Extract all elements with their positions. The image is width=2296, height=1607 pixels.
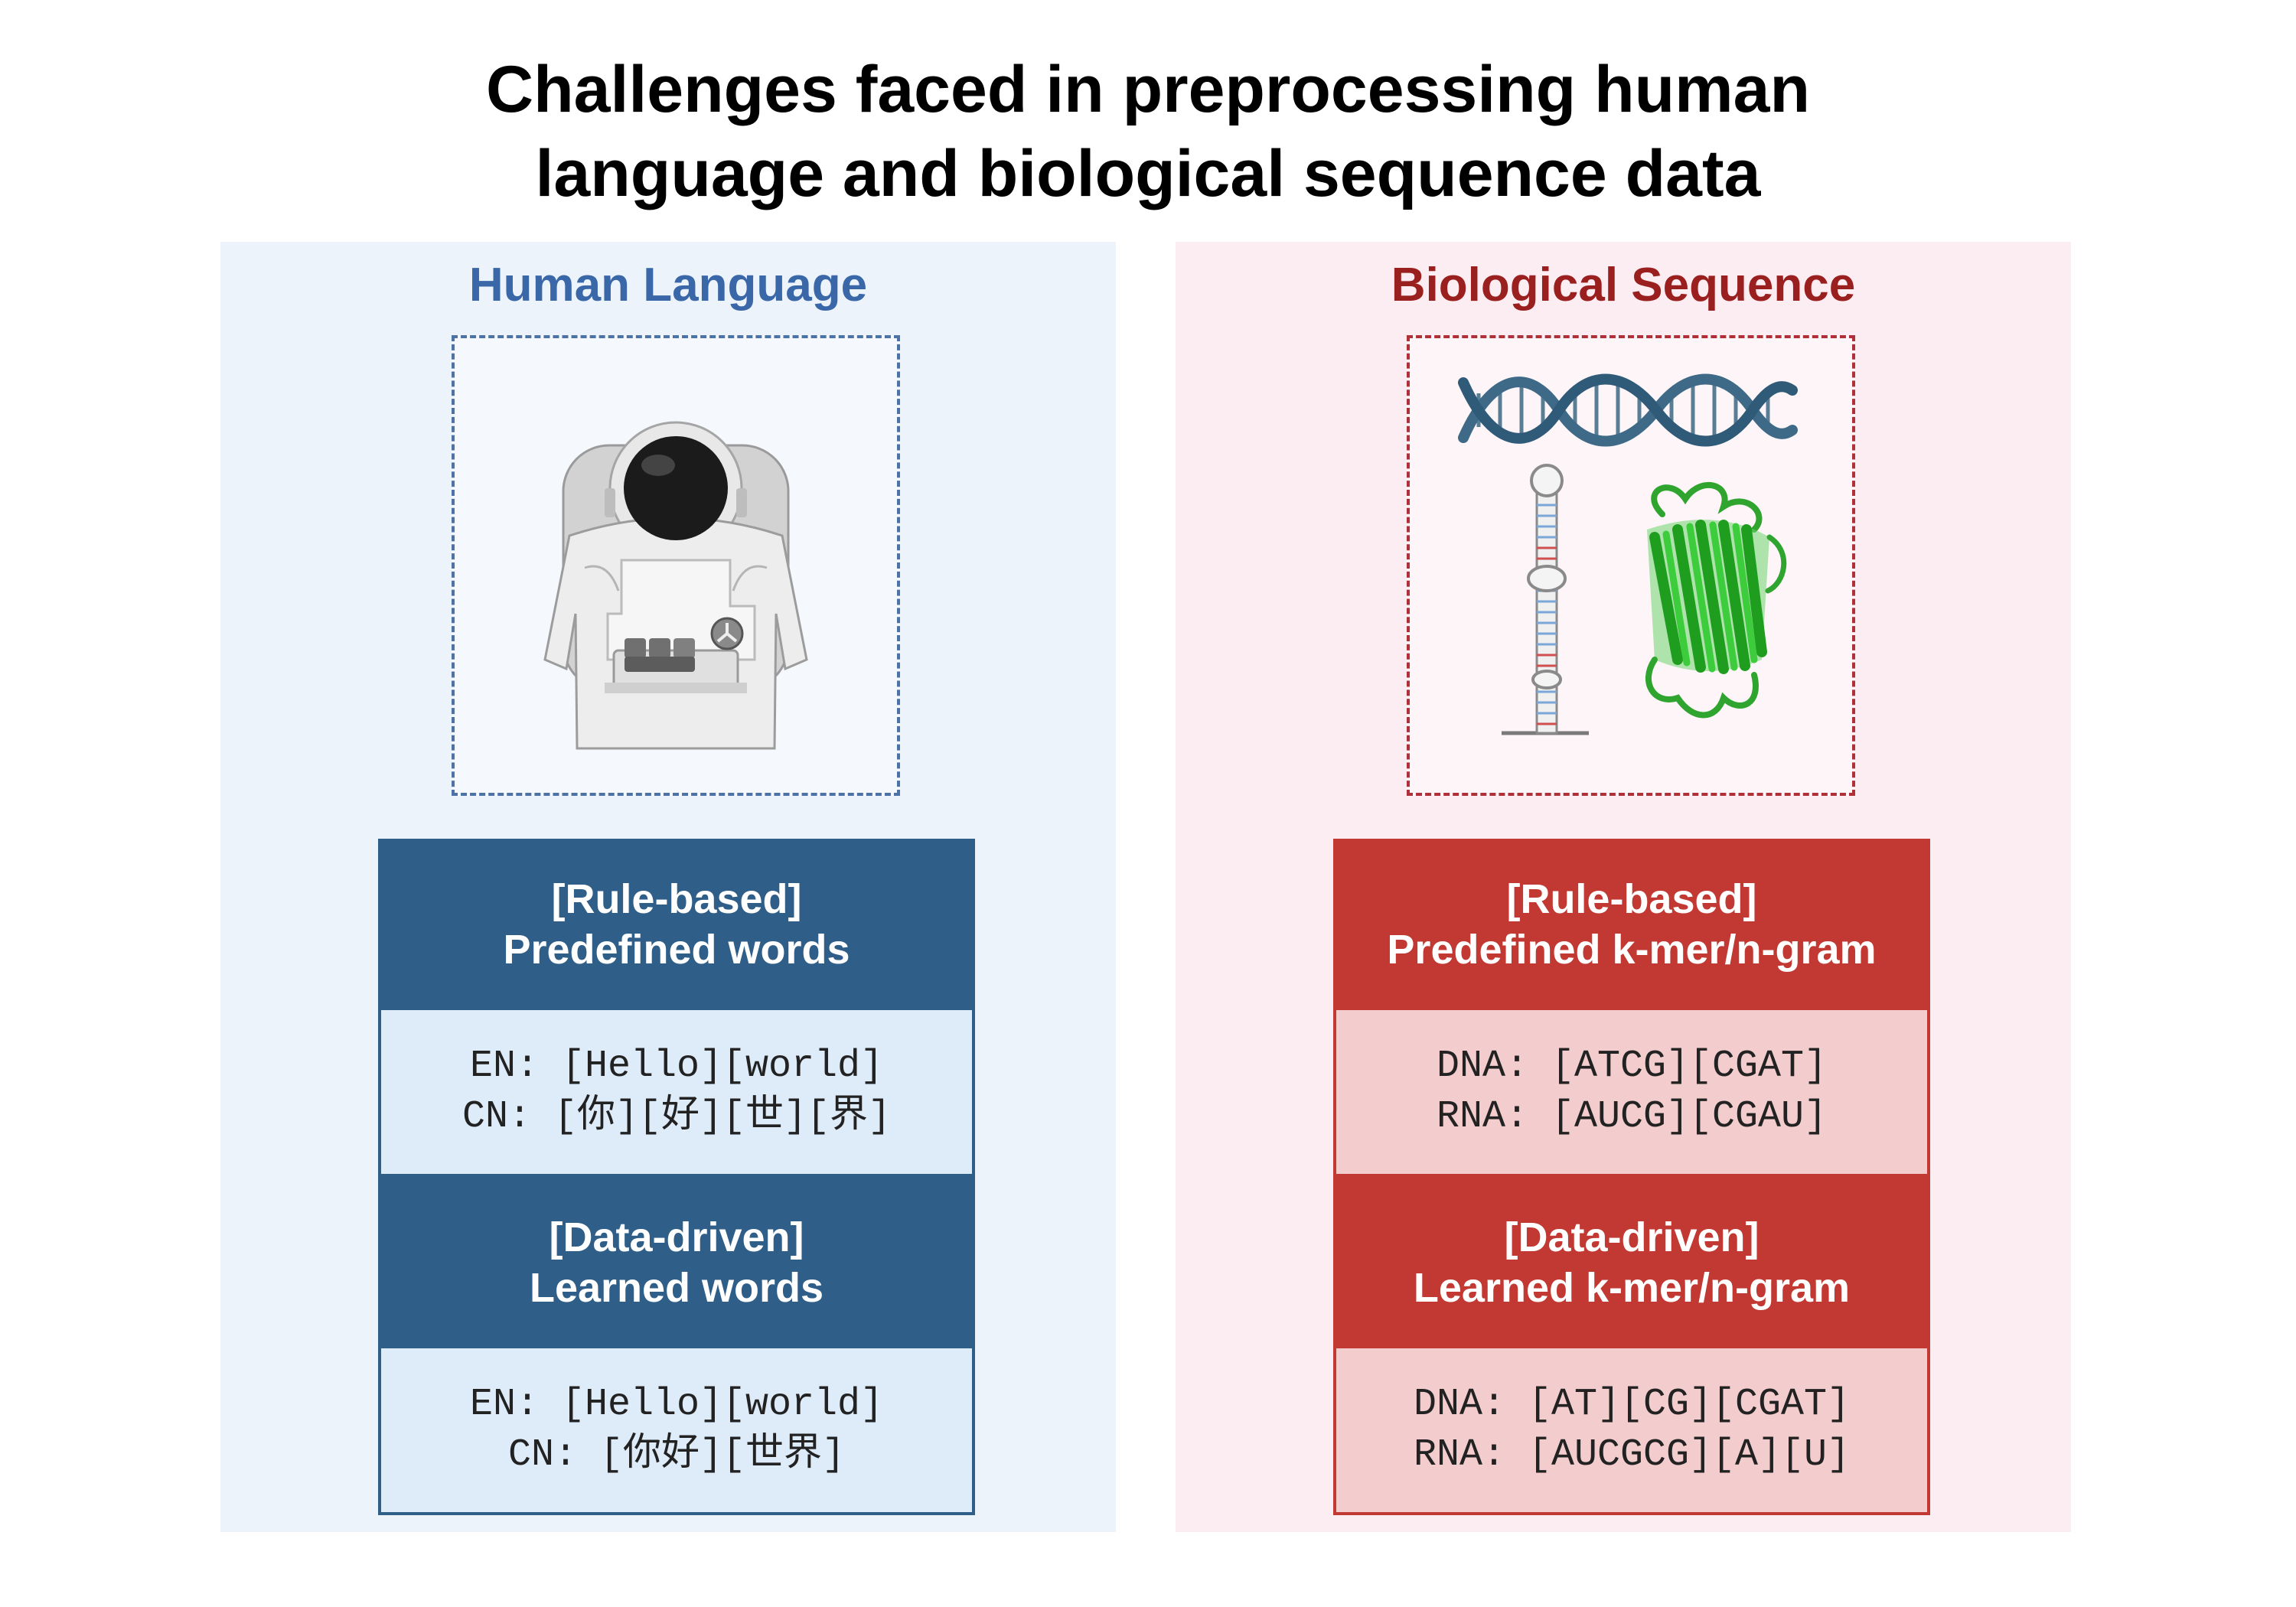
bio-rule-based-header: [Rule-based] Predefined k-mer/n-gram (1333, 839, 1930, 1010)
human-rule-based-example-en: EN: [Hello][world] (469, 1045, 884, 1088)
astronaut-icon (543, 421, 808, 750)
human-data-driven-examples: EN: [Hello][world] CN: [你好][世界] (378, 1348, 975, 1515)
bio-rule-based-example-dna: DNA: [ATCG][CGAT] (1436, 1045, 1828, 1088)
human-rule-based-tag: [Rule-based] (551, 876, 802, 922)
human-data-driven-block: [Data-driven] Learned words EN: [Hello][… (378, 1177, 975, 1515)
figure-title: Challenges faced in preprocessing human … (0, 47, 2296, 216)
human-language-image-box (452, 335, 900, 796)
human-rule-based-example-cn: CN: [你][好][世][界] (461, 1095, 892, 1139)
bio-data-driven-header: [Data-driven] Learned k-mer/n-gram (1333, 1177, 1930, 1348)
bio-data-driven-example-dna: DNA: [AT][CG][CGAT] (1413, 1383, 1851, 1426)
biological-sequence-panel: Biological Sequence (1176, 242, 2071, 1532)
human-language-heading: Human Language (468, 259, 868, 311)
dna-helix-icon (1458, 373, 1798, 447)
human-data-driven-example-cn: CN: [你好][世界] (507, 1433, 846, 1477)
figure-title-line-2: language and biological sequence data (535, 137, 1761, 210)
human-data-driven-header: [Data-driven] Learned words (378, 1177, 975, 1348)
human-rule-based-header: [Rule-based] Predefined words (378, 839, 975, 1010)
human-language-panel: Human Language (220, 242, 1116, 1532)
bio-data-driven-tag: [Data-driven] (1504, 1214, 1760, 1260)
bio-rule-based-example-rna: RNA: [AUCG][CGAU] (1436, 1095, 1828, 1139)
bio-data-driven-example-rna: RNA: [AUCGCG][A][U] (1413, 1433, 1851, 1477)
human-data-driven-example-en: EN: [Hello][world] (469, 1383, 884, 1426)
bio-rule-based-examples: DNA: [ATCG][CGAT] RNA: [AUCG][CGAU] (1333, 1010, 1930, 1177)
biological-sequence-heading: Biological Sequence (1391, 259, 1856, 311)
protein-structure-icon (1645, 482, 1787, 719)
human-rule-based-block: [Rule-based] Predefined words EN: [Hello… (378, 839, 975, 1177)
bio-data-driven-examples: DNA: [AT][CG][CGAT] RNA: [AUCGCG][A][U] (1333, 1348, 1930, 1515)
bio-rule-based-label: Predefined k-mer/n-gram (1387, 927, 1877, 973)
bio-data-driven-block: [Data-driven] Learned k-mer/n-gram DNA: … (1333, 1177, 1930, 1515)
bio-rule-based-block: [Rule-based] Predefined k-mer/n-gram DNA… (1333, 839, 1930, 1177)
rna-hairpin-icon (1502, 464, 1589, 735)
figure-title-line-1: Challenges faced in preprocessing human (486, 53, 1810, 126)
biological-sequence-image-box (1407, 335, 1855, 796)
bio-data-driven-label: Learned k-mer/n-gram (1413, 1265, 1851, 1311)
bio-rule-based-tag: [Rule-based] (1506, 876, 1757, 922)
human-rule-based-label: Predefined words (503, 927, 850, 973)
human-data-driven-tag: [Data-driven] (549, 1214, 804, 1260)
human-rule-based-examples: EN: [Hello][world] CN: [你][好][世][界] (378, 1010, 975, 1177)
human-data-driven-label: Learned words (529, 1265, 824, 1311)
